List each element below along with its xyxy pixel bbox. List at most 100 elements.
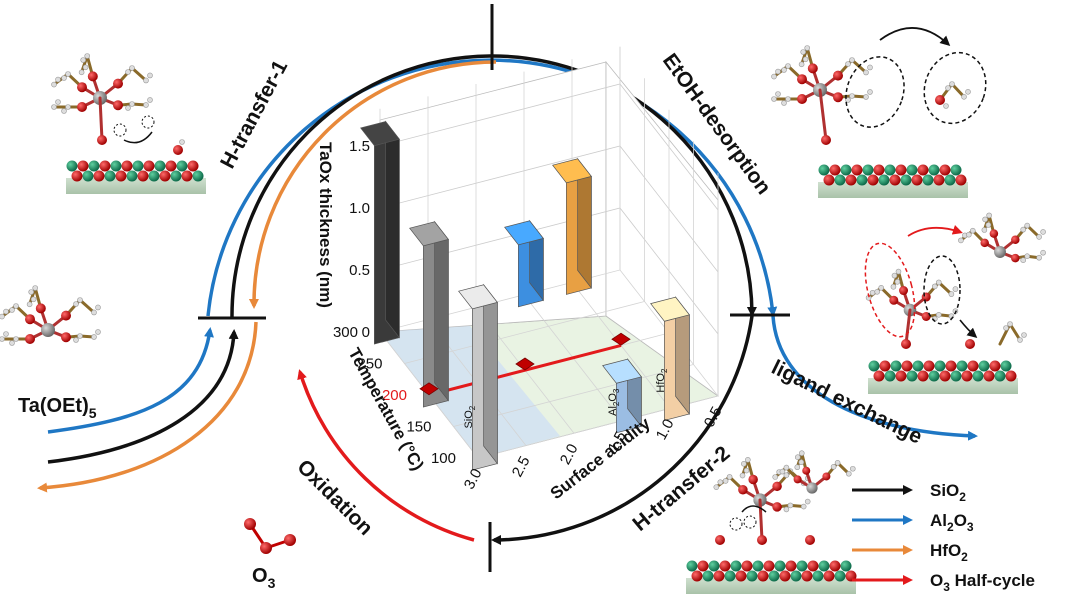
tantalum-atom (994, 246, 1006, 258)
surface-atom (724, 570, 736, 582)
surface-atom (873, 370, 885, 382)
hydrogen-atom (739, 472, 746, 479)
hydrogen-atom (32, 285, 39, 291)
complex-etoh-desorption (771, 27, 987, 145)
hydrogen-atom (869, 289, 876, 296)
hydrogen-atom (3, 308, 9, 315)
surface-atom (906, 164, 918, 176)
hydrogen-atom (1003, 325, 1009, 331)
o3-cycle-arc (297, 369, 475, 542)
oxygen-atom (113, 78, 123, 89)
hydrogen-atom (943, 103, 949, 109)
bond (1008, 322, 1022, 342)
oxygen-atom (935, 95, 945, 105)
hydrogen-atom (9, 307, 15, 313)
hydrogen-atom (1040, 249, 1046, 256)
oxygen-atom (757, 535, 767, 545)
bar-top-face (458, 284, 498, 310)
oxygen-atom (901, 339, 911, 349)
surface-atom (829, 164, 841, 176)
bond (130, 66, 148, 82)
substrate (686, 578, 856, 594)
desorption-arrow (879, 27, 951, 47)
hydrogen-atom (80, 57, 86, 63)
surface-atom (785, 560, 797, 572)
temperature-gridline (453, 141, 694, 427)
surface-atom (702, 570, 714, 582)
hydrogen-atom (935, 279, 942, 286)
hydrogen-atom (878, 284, 885, 291)
oxygen-atom (61, 310, 71, 321)
hydrogen-atom (51, 81, 57, 88)
hydrogen-atom (129, 65, 135, 71)
hydrogen-atom (143, 77, 149, 84)
surface-atom (768, 570, 780, 582)
surface-atom (862, 164, 874, 176)
surface-atom (708, 560, 720, 572)
surface-atom (834, 174, 846, 186)
hydrogen-atom (830, 463, 837, 470)
oxygen-atom (805, 535, 815, 545)
surface-atom (812, 570, 824, 582)
surface-atom (917, 164, 929, 176)
surface-atom (983, 370, 995, 382)
surface-atom (159, 170, 171, 182)
surface-atom (884, 370, 896, 382)
hydrogen-atom (834, 459, 841, 466)
bar-top-face (602, 358, 642, 384)
surface-atom (978, 360, 990, 372)
hydrogen-atom (13, 336, 19, 342)
oxygen-atom (833, 70, 843, 81)
bar-hfo2-300 (552, 157, 592, 295)
hydrogen-atom (95, 329, 101, 335)
surface-atom (752, 560, 764, 572)
oxygen-atom (980, 238, 989, 248)
hydrogen-atom (931, 283, 938, 290)
hydrogen-atom (845, 470, 852, 477)
hydrogen-atom (985, 222, 992, 228)
surface-atom (933, 174, 945, 186)
hydrogen-atom (874, 288, 881, 295)
bar-al2o3-100: Al2O3 (602, 358, 642, 434)
surface-atom (989, 360, 1001, 372)
surface-atom (181, 170, 193, 182)
step-oxidation: Oxidation (292, 455, 377, 540)
hydrogen-atom (743, 467, 750, 474)
precursor-label: Ta(OEt)5 (18, 395, 97, 421)
oxygen-atom (899, 286, 909, 296)
substrate (868, 378, 1018, 394)
surface-atom (735, 570, 747, 582)
bond (28, 286, 37, 306)
z-tick-label: 0.5 (349, 262, 370, 279)
surface-atom (1000, 360, 1012, 372)
hydrogen-atom (772, 474, 779, 480)
bond (937, 280, 953, 296)
oxygen-atom (25, 314, 35, 325)
surface-atom (697, 560, 709, 572)
z-axis-title: TaOx thickness (nm) (316, 142, 335, 308)
bond (800, 46, 809, 66)
hydrogen-atom (1021, 332, 1027, 338)
hydrogen-atom (125, 105, 131, 111)
surface-atom (126, 170, 138, 182)
surface-atom (956, 360, 968, 372)
sio2-lead-in (47, 329, 239, 464)
oxygen-atom (921, 311, 931, 321)
hydrogen-atom (845, 97, 851, 103)
hydrogen-atom (55, 99, 61, 105)
h-transfer-site (729, 517, 743, 531)
bar-sio2-200 (409, 220, 449, 408)
surface-atom (939, 370, 951, 382)
hydrogen-atom (785, 63, 791, 69)
hydrogen-atom (965, 231, 972, 238)
oxygen-atom (77, 102, 87, 112)
hydrogen-atom (785, 96, 791, 102)
oxygen-atom (738, 484, 748, 495)
surface-atom (878, 174, 890, 186)
surface-atom (137, 170, 149, 182)
hydrogen-atom (798, 450, 805, 457)
hydrogen-atom (82, 64, 89, 71)
oxygen-atom (802, 466, 811, 475)
surface-atom (873, 164, 885, 176)
surface-atom (774, 560, 786, 572)
